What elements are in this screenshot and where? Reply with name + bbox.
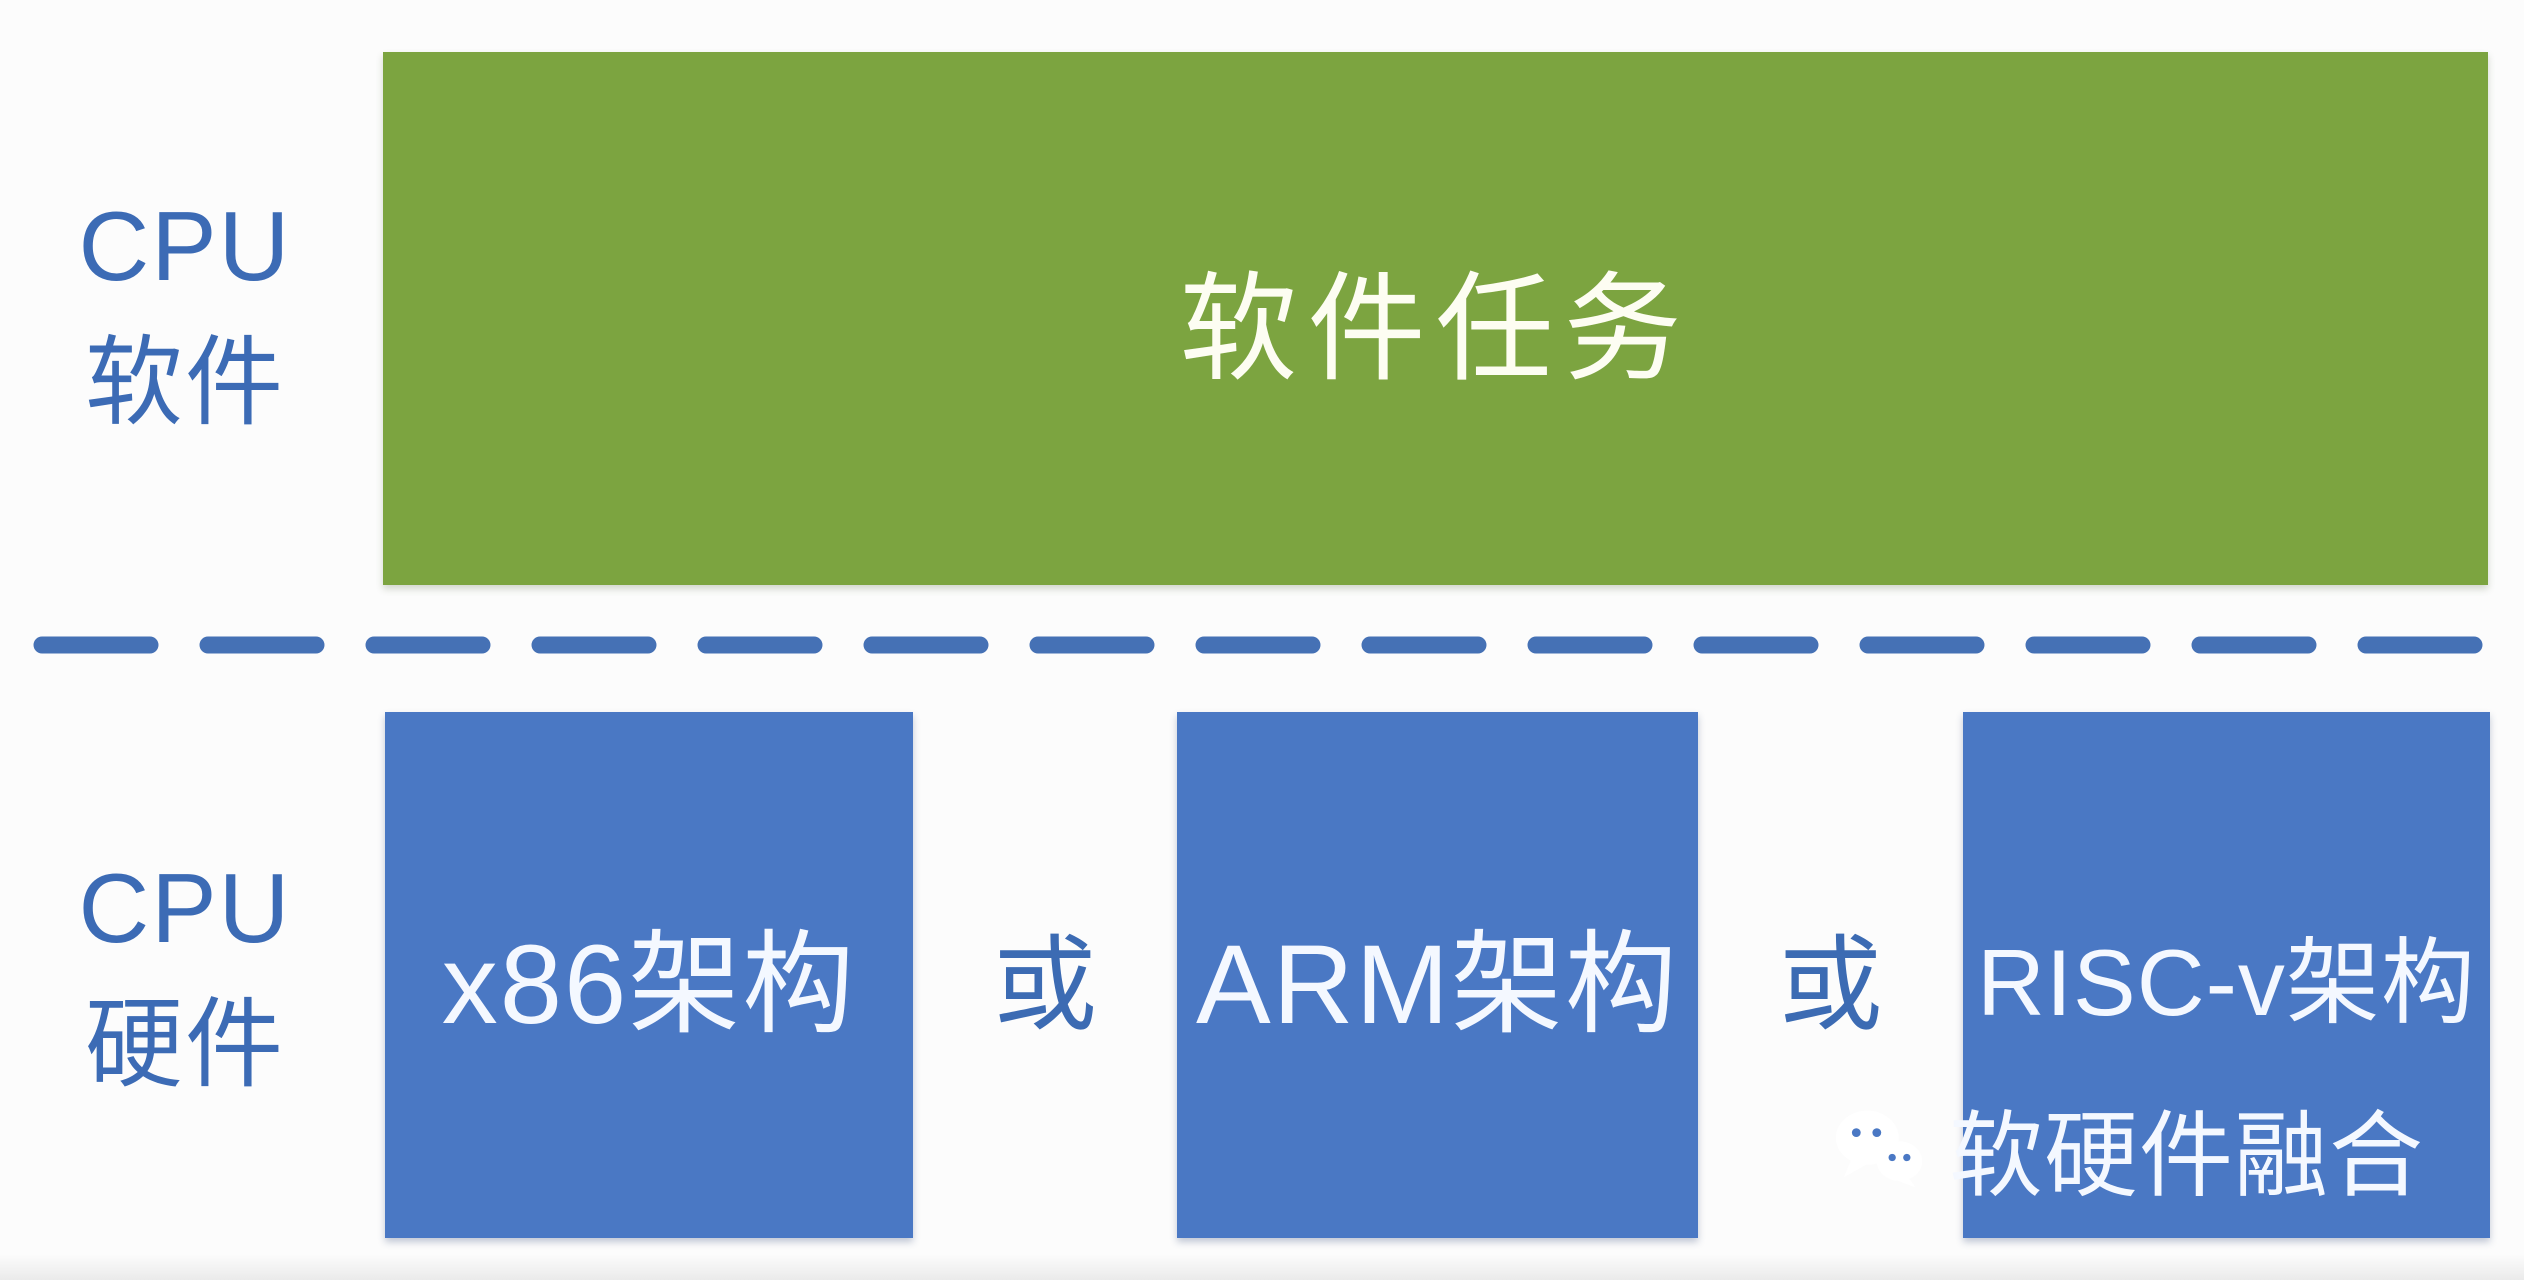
x86-architecture-box: x86架构 (385, 712, 913, 1238)
watermark: 软硬件融合 (1831, 1080, 2424, 1216)
cpu-software-label-line2: 软件 (84, 327, 285, 437)
riscv-architecture-box: RISC-v架构 软硬件融合 (1835, 712, 2490, 1238)
or-separator-1: 或 (913, 712, 1177, 1238)
software-task-box: 软件任务 (383, 52, 2488, 585)
or-separator-2: 或 (1698, 712, 1963, 1238)
cpu-hardware-label-line1: CPU (78, 853, 292, 963)
arm-architecture-box: ARM架构 (1177, 712, 1698, 1238)
software-task-box-label: 软件任务 (1179, 264, 1692, 396)
or-separator-1-label: 或 (992, 927, 1097, 1044)
cpu-software-row-label: CPU 软件 (30, 178, 340, 450)
software-hardware-divider-dashed-line (33, 636, 2521, 654)
or-separator-2-label: 或 (1778, 927, 1883, 1044)
riscv-architecture-label: RISC-v架构 (1977, 930, 2476, 1035)
watermark-text: 软硬件融合 (1948, 1103, 2424, 1208)
cpu-hardware-label-line2: 硬件 (84, 989, 285, 1099)
wechat-icon (1835, 1110, 1923, 1188)
arm-architecture-label: ARM架构 (1196, 922, 1679, 1047)
cpu-hardware-row-label: CPU 硬件 (30, 840, 340, 1112)
cpu-software-label-line1: CPU (78, 191, 292, 301)
x86-architecture-label: x86架构 (441, 922, 857, 1047)
